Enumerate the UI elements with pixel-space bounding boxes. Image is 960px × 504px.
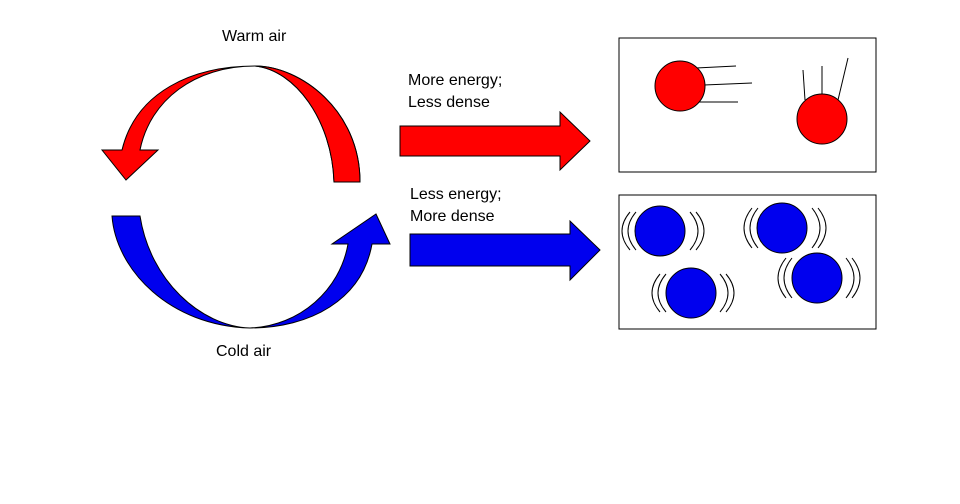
cold-molecule <box>621 205 705 257</box>
cold-molecule <box>743 202 827 254</box>
warm-air-label: Warm air <box>222 28 287 45</box>
warm-straight-arrow <box>399 110 591 172</box>
cold-description-line-1: Less energy; <box>410 186 502 203</box>
warm-molecule <box>796 57 849 145</box>
cold-air-label: Cold air <box>216 343 272 360</box>
warm-molecule <box>654 60 753 112</box>
warm-air-arc-arrow <box>100 65 361 183</box>
cold-air-arc-arrow <box>111 213 391 329</box>
cold-molecule <box>651 267 735 319</box>
warm-description-line-2: Less dense <box>408 94 490 111</box>
warm-description-line-1: More energy; <box>408 72 503 89</box>
cold-molecule <box>777 252 861 304</box>
cold-description-line-2: More dense <box>410 208 495 225</box>
cold-straight-arrow <box>409 219 601 282</box>
